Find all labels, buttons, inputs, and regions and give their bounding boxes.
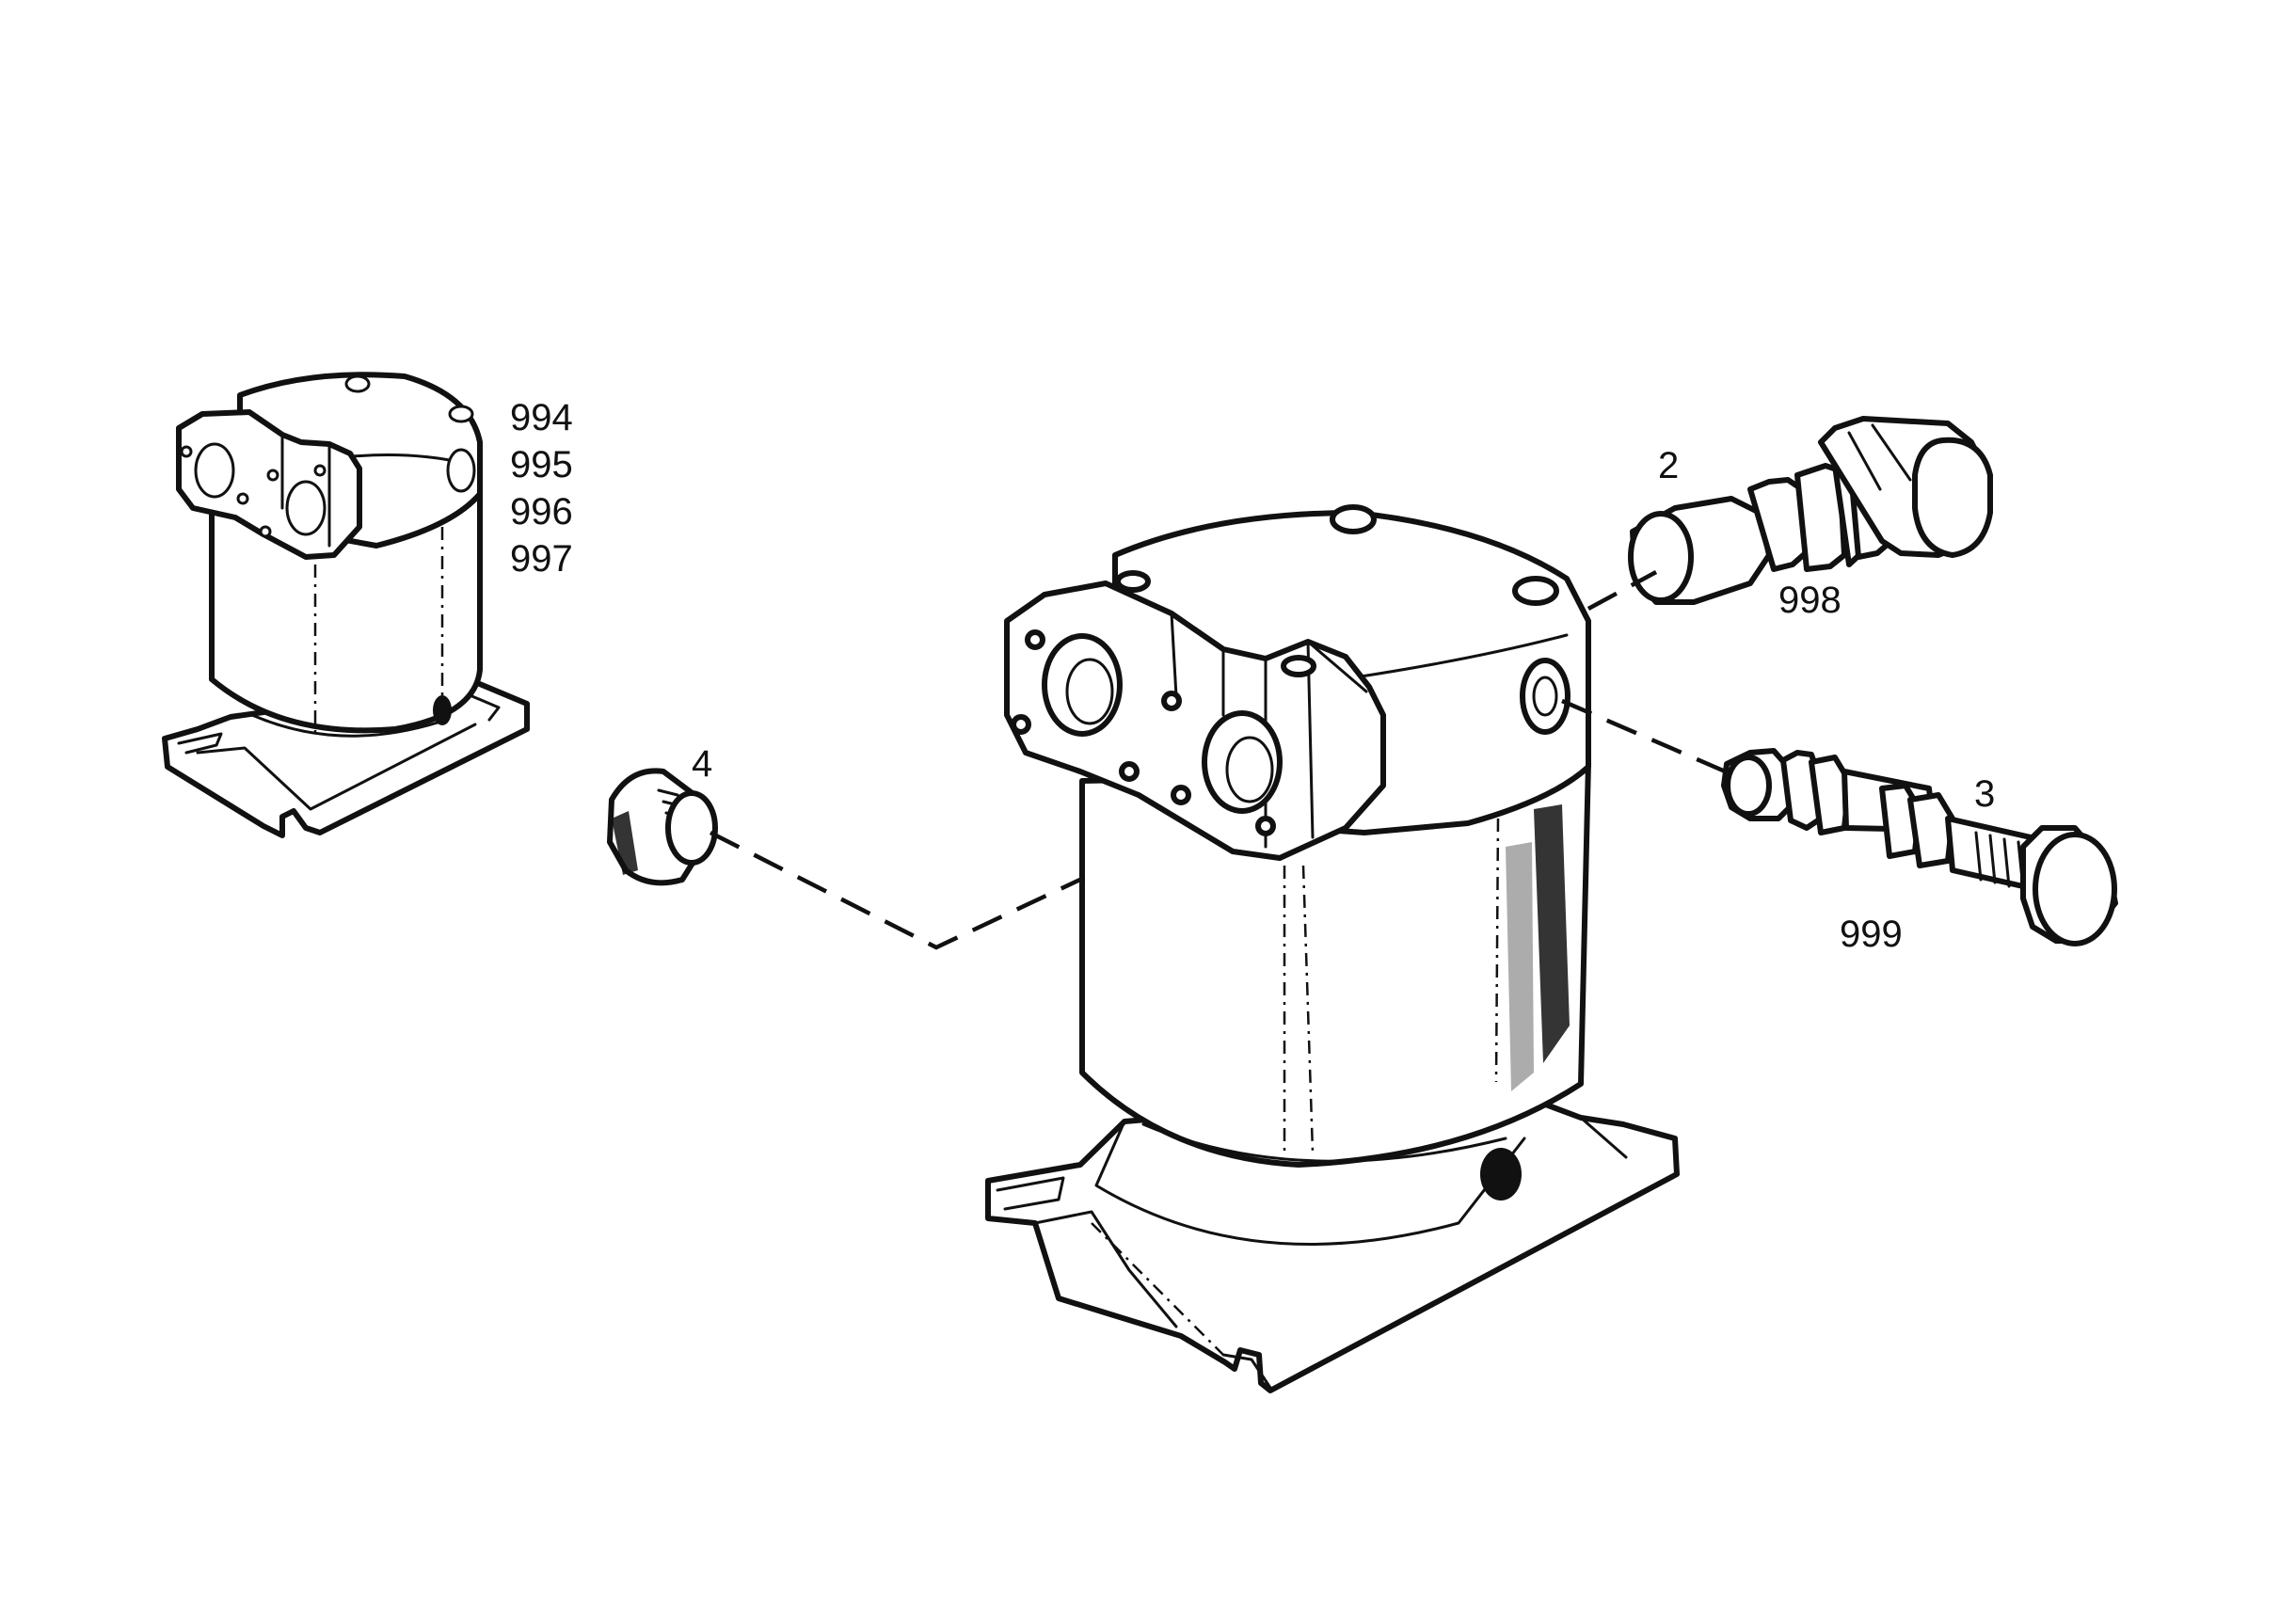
callout-996: 996	[510, 491, 573, 533]
reference-assembly	[162, 372, 530, 838]
main-flange	[1004, 570, 1386, 861]
callout-999: 999	[1840, 914, 1903, 955]
part-4-plug	[607, 768, 718, 886]
part-3-valve-stem	[1721, 748, 2118, 946]
main-assembly	[985, 504, 1680, 1393]
callout-998: 998	[1778, 580, 1842, 621]
part-2-valve-cartridge	[1628, 416, 1993, 605]
leader-part-2	[1586, 570, 1658, 611]
reference-flange	[176, 409, 362, 560]
leader-part-4	[709, 830, 1085, 950]
main-body	[1079, 759, 1591, 1201]
reference-body	[209, 486, 483, 738]
callout-994: 994	[510, 397, 573, 438]
callout-997: 997	[510, 538, 573, 580]
callout-item-2: 2	[1658, 445, 1679, 486]
leader-lines	[709, 570, 1737, 950]
callout-item-4: 4	[692, 743, 712, 785]
callout-item-3: 3	[1974, 773, 1995, 815]
callouts: 994 995 996 997 2 998 3 999 4	[510, 397, 1995, 955]
leader-part-3	[1561, 698, 1737, 779]
callout-995: 995	[510, 444, 573, 485]
